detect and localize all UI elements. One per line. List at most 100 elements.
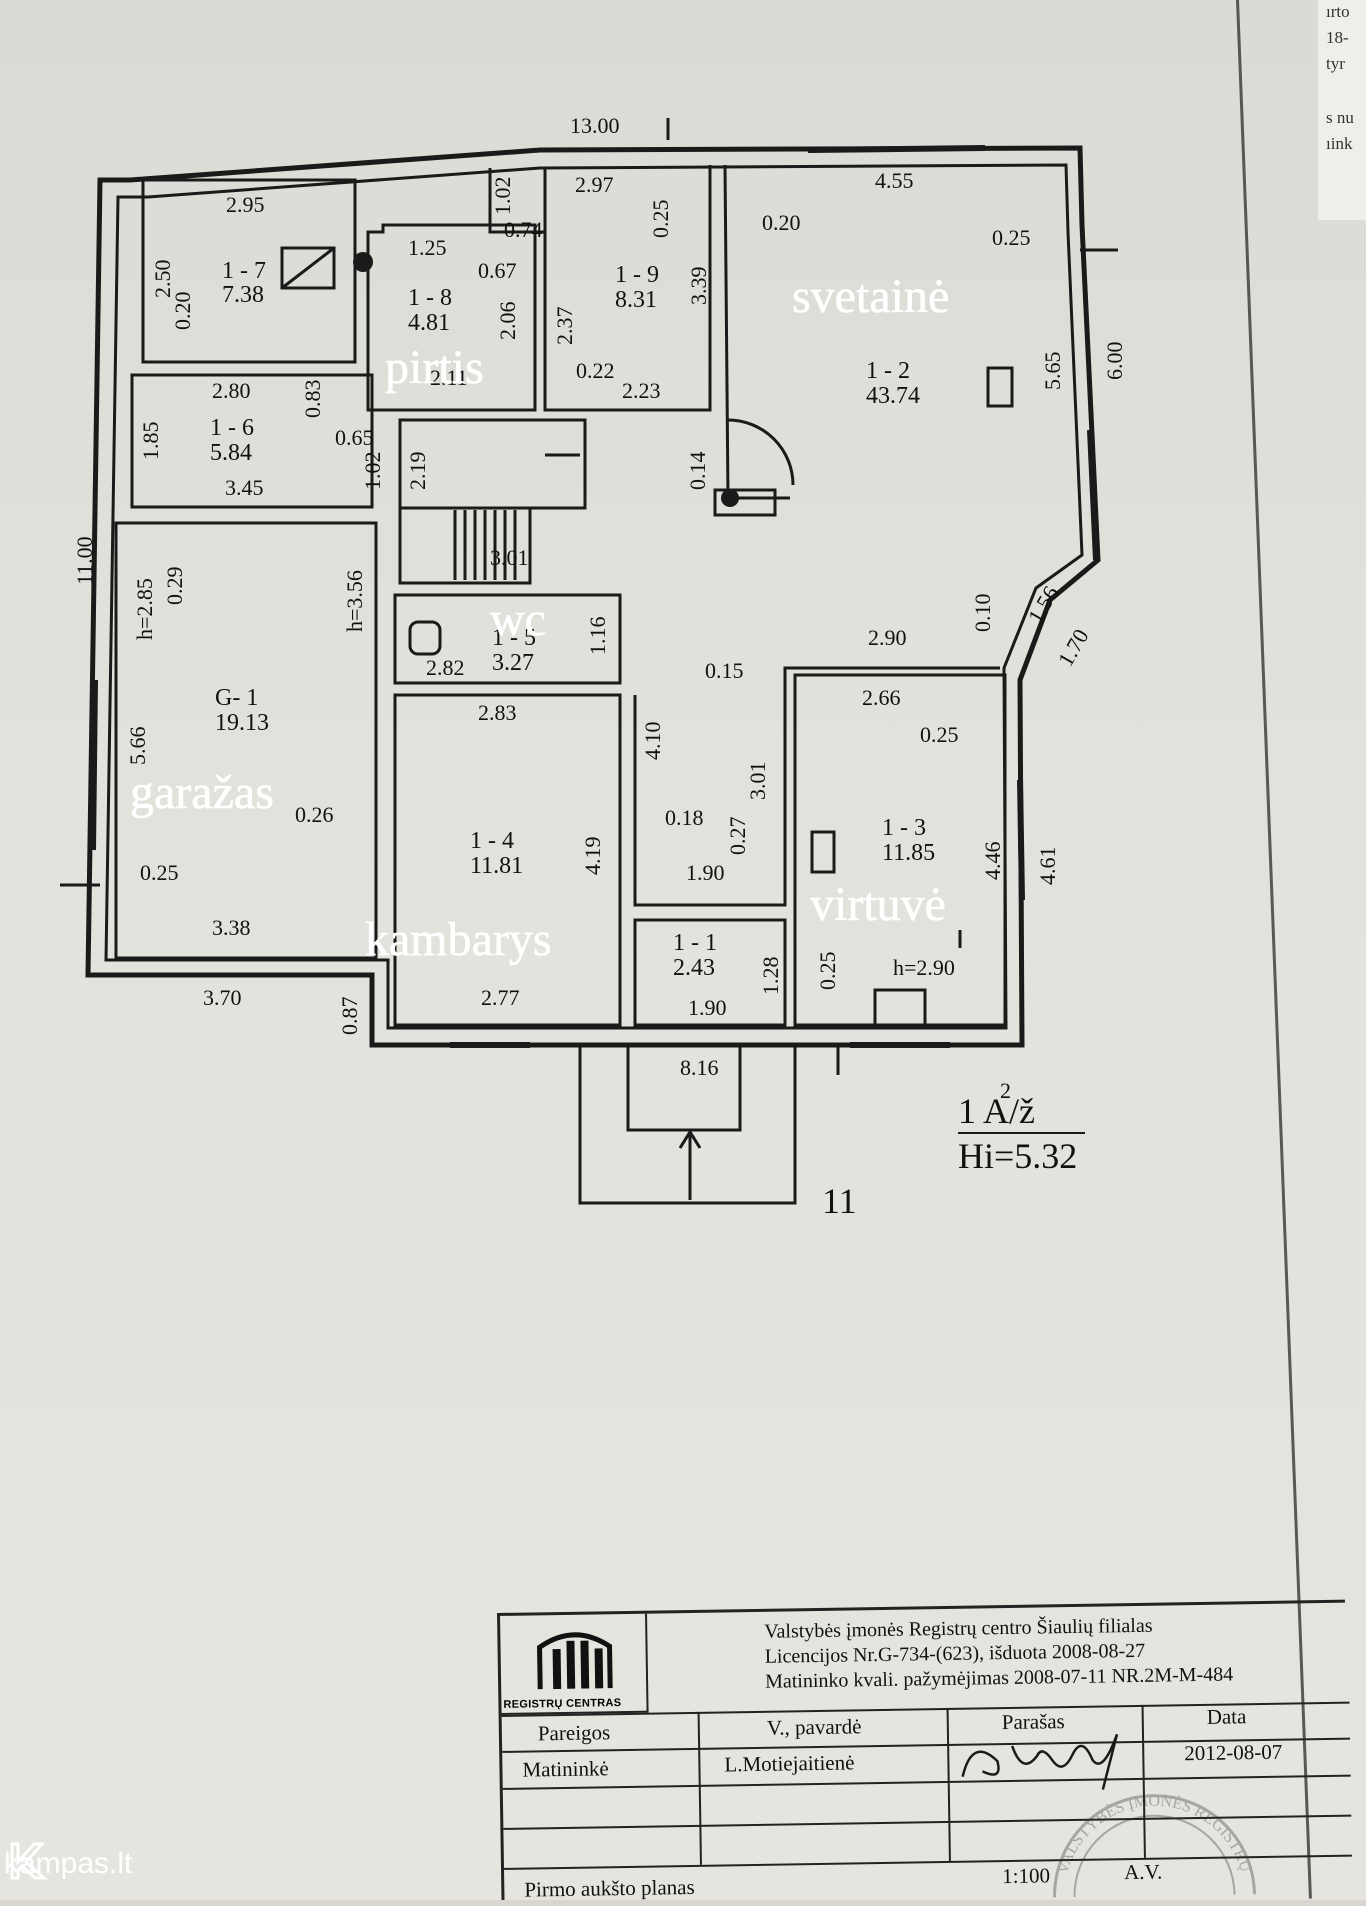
room-name-label: garažas — [130, 766, 274, 819]
registry-logo: REGISTRŲ CENTRAS — [500, 1613, 649, 1715]
entrance-arrow-head — [678, 1129, 702, 1149]
adjacent-text: s nu — [1326, 108, 1354, 127]
dim-text: 1.90 — [688, 995, 727, 1020]
dim-text: 0.83 — [300, 380, 325, 419]
dim-text: 0.29 — [162, 567, 187, 606]
dim-text: 1.16 — [585, 617, 610, 656]
window — [807, 145, 986, 153]
floor-area-note: 1 A/ž — [958, 1091, 1035, 1131]
dim-text: 0.25 — [140, 860, 179, 885]
outer-wall-inner — [104, 163, 1084, 1030]
dim-text: 4.19 — [580, 837, 605, 876]
toilet-symbol — [408, 620, 442, 656]
dim-text: 0.10 — [970, 594, 995, 633]
sink-symbol — [810, 830, 836, 874]
surveyor-role: Matininkė — [522, 1756, 609, 1782]
dim-text: 2.50 — [150, 260, 175, 299]
fireplace-symbol — [986, 366, 1014, 408]
room-1-6-walls — [130, 373, 374, 509]
room-1-9-walls — [543, 165, 712, 412]
room-id: 2.43 — [673, 955, 715, 981]
dim-text: 0.27 — [725, 817, 750, 856]
window — [90, 679, 98, 851]
room-id: 1 - 7 — [222, 258, 266, 284]
column-header-position: Pareigos — [537, 1720, 611, 1746]
room-name-label: kambarys — [365, 913, 552, 966]
dim-text: 0.74 — [504, 217, 543, 242]
dim-text: 0.20 — [762, 210, 801, 235]
adjacent-text: tyr — [1326, 54, 1345, 73]
column-header-name: V., pavardė — [766, 1714, 862, 1740]
dim-text: 0.18 — [665, 805, 704, 830]
room-id: 1 - 4 — [470, 828, 514, 854]
room-id: 8.31 — [615, 287, 657, 313]
dim-text: 3.01 — [745, 762, 770, 801]
surveyor-signature — [961, 1733, 1119, 1790]
room-id: 19.13 — [215, 710, 269, 736]
dim-text: 0.26 — [295, 802, 334, 827]
dim-text: 8.16 — [680, 1055, 719, 1080]
dim-text: 1.90 — [686, 860, 725, 885]
dim-text: 0.65 — [335, 425, 374, 450]
dim-text: 0.25 — [815, 952, 840, 991]
window — [1017, 779, 1025, 901]
dim-text: 1.02 — [360, 452, 385, 491]
room-id: 1 - 1 — [673, 930, 717, 956]
room-id: 1 - 2 — [866, 358, 910, 384]
dim-text: 4.46 — [980, 842, 1005, 881]
room-1-4-walls — [393, 693, 622, 1027]
plan-scale: 1:100 — [1002, 1863, 1051, 1889]
dim-text: 0.15 — [705, 658, 744, 683]
chimney-dot — [353, 252, 373, 272]
room-id: G- 1 — [215, 685, 258, 711]
dim-text: 0.25 — [648, 200, 673, 239]
outer-wall — [85, 145, 1101, 1048]
dim-text: 1.56 — [1023, 582, 1064, 628]
survey-date: 2012-08-07 — [1184, 1739, 1283, 1766]
room-id: 11.81 — [470, 853, 523, 879]
entrance-landing — [626, 1043, 742, 1132]
dim-text: 0.25 — [992, 225, 1031, 250]
room-id: 43.74 — [866, 383, 920, 409]
dim-text: 2.23 — [622, 378, 661, 403]
column-line — [697, 1711, 702, 1865]
dim-text: 2.66 — [862, 685, 901, 710]
dim-text: 3.45 — [225, 475, 264, 500]
dim-text: 3.38 — [212, 915, 251, 940]
dim-text: 4.10 — [640, 722, 665, 761]
dim-text: 2.06 — [495, 302, 520, 341]
dim-text: 3.70 — [203, 985, 242, 1010]
room-id: 1 - 3 — [882, 815, 926, 841]
dim-text: 2.11 — [430, 365, 468, 390]
dim-text: h=2.90 — [893, 955, 955, 980]
dim-text: h=2.85 — [132, 578, 157, 640]
svg-text:VALSTYBĖS ĮMONĖS REGISTRŲ: VALSTYBĖS ĮMONĖS REGISTRŲ — [1053, 1791, 1254, 1877]
room-name-label: wc — [490, 593, 546, 646]
room-id: 1 - 5 — [492, 625, 536, 651]
room-name-label: virtuvė — [810, 878, 946, 931]
dim-text: 3.39 — [686, 267, 711, 306]
dim-text: 2.83 — [478, 700, 517, 725]
dim-text: 1.70 — [1053, 625, 1094, 671]
room-id: 4.81 — [408, 310, 450, 336]
dim-text: 3.01 — [490, 545, 529, 570]
column-header-date: Data — [1206, 1704, 1247, 1729]
dim-text: 1.28 — [758, 957, 783, 996]
room-1-8-walls — [366, 223, 537, 412]
boiler-symbol-diagonal — [281, 246, 335, 290]
dim-text: 0.25 — [920, 722, 959, 747]
kampas-watermark: kampas.lt — [4, 1836, 132, 1892]
dim-text: 2.80 — [212, 378, 251, 403]
room-1-1-walls — [633, 918, 787, 1027]
dim-text: 0.67 — [478, 258, 517, 283]
adjacent-text: ıink — [1326, 134, 1353, 153]
window — [1087, 429, 1099, 561]
stamp-text: VALSTYBĖS ĮMONĖS REGISTRŲ — [1053, 1791, 1254, 1877]
room-1-7-walls — [141, 178, 357, 364]
room-id: 1 - 9 — [615, 262, 659, 288]
room-g-1-walls — [114, 521, 378, 960]
dim-text: 1.85 — [138, 422, 163, 461]
door-swing — [727, 418, 795, 486]
